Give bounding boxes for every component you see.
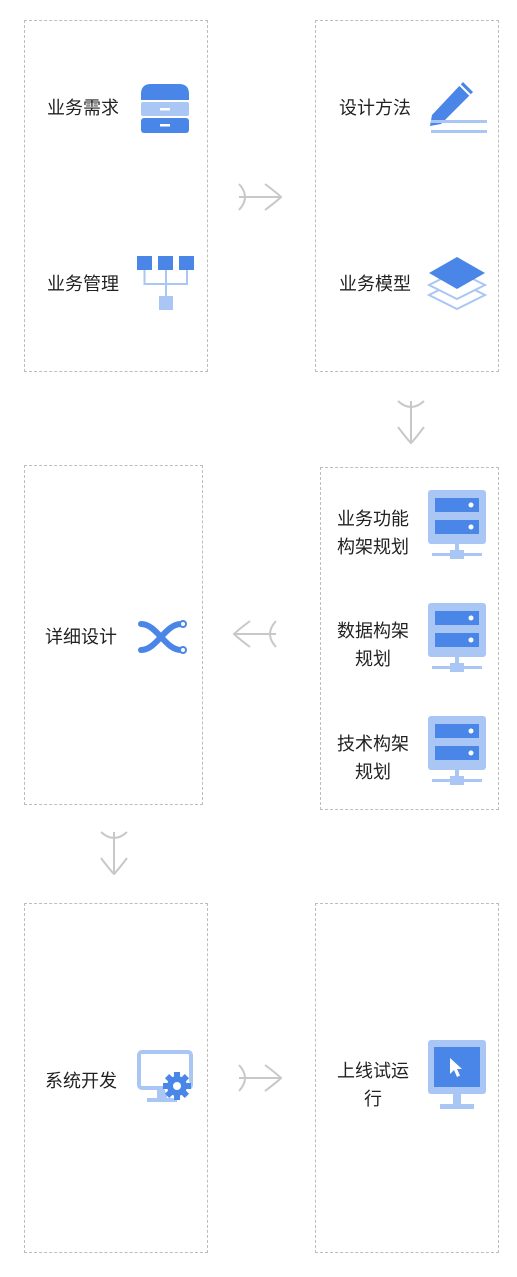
step-business-model-label: 业务模型 — [339, 274, 411, 295]
shuffle-icon — [138, 620, 187, 654]
stage-box-1 — [24, 20, 208, 372]
step-system-development-label: 系统开发 — [45, 1071, 117, 1092]
step-data-architecture-label: 数据构架 规划 — [337, 621, 409, 670]
server-network-icon — [428, 716, 486, 785]
step-technology-architecture-label: 技术构架 规划 — [337, 734, 409, 783]
server-network-icon — [428, 490, 486, 559]
step-business-management-label: 业务管理 — [47, 274, 119, 295]
hierarchy-tree-icon — [137, 256, 194, 310]
pencil-icon — [430, 82, 487, 133]
step-detailed-design-label: 详细设计 — [45, 627, 117, 648]
step-trial-run-label: 上线试运 行 — [337, 1061, 409, 1110]
stage-box-4 — [24, 465, 203, 805]
arrow-right-icon — [238, 1064, 283, 1092]
layers-icon — [427, 257, 487, 311]
arrow-left-icon — [232, 620, 277, 648]
arrow-down-icon — [100, 831, 128, 876]
step-design-method-label: 设计方法 — [339, 98, 411, 119]
arrow-down-icon — [397, 400, 425, 445]
step-function-architecture-label: 业务功能 构架规划 — [337, 509, 409, 558]
monitor-settings-icon — [137, 1050, 193, 1102]
server-network-icon — [428, 603, 486, 672]
display-cursor-icon — [428, 1040, 486, 1109]
stage-box-2 — [315, 20, 499, 372]
drawer-cabinet-icon — [141, 84, 189, 133]
arrow-right-icon — [238, 183, 283, 211]
step-business-requirements-label: 业务需求 — [47, 98, 119, 119]
